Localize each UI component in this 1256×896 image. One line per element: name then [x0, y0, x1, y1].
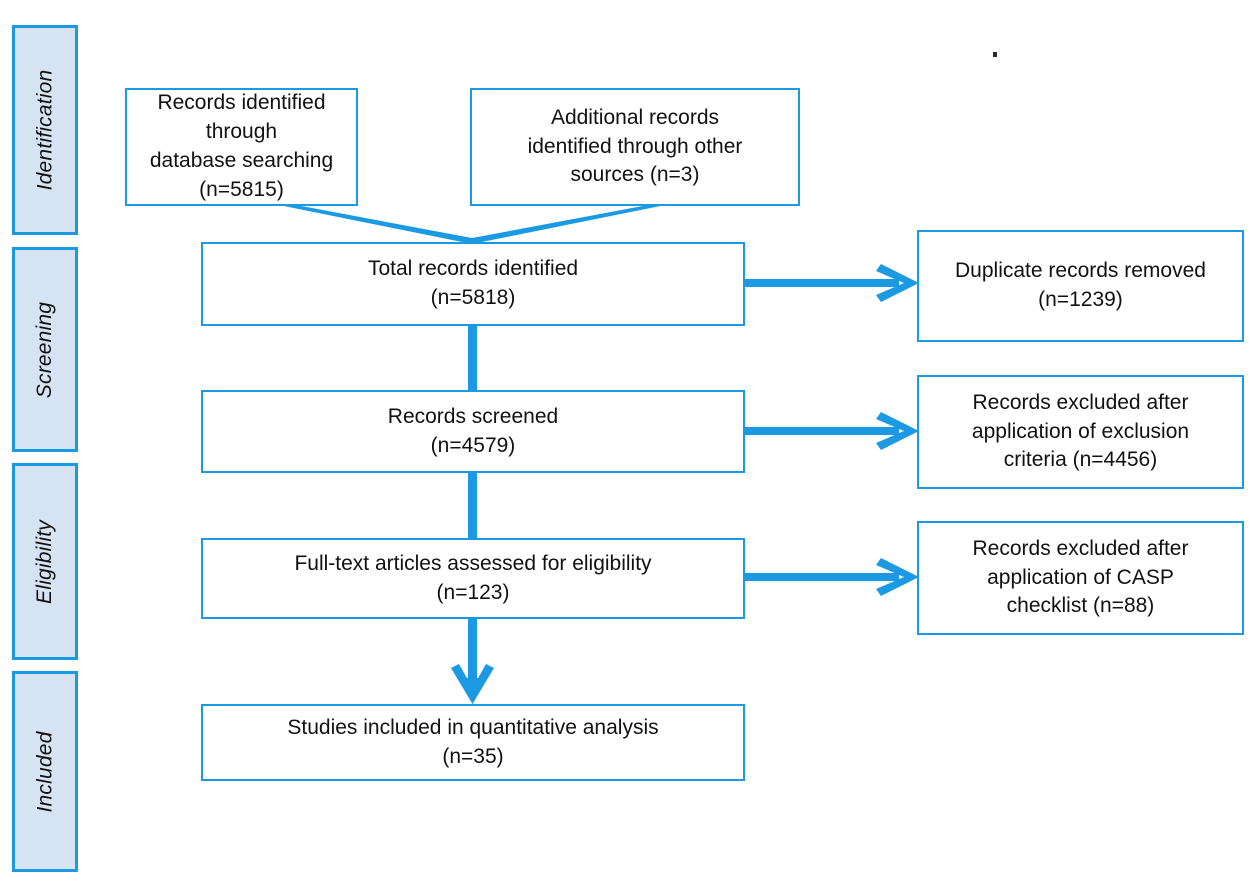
box-total-records-identified: Total records identified (n=5818): [201, 242, 745, 326]
stage-box-screening: Screening: [12, 247, 78, 452]
stage-label-identification: Identification: [33, 69, 56, 191]
text-line-2: (n=5818): [430, 286, 516, 309]
connector-fulltext-to-excluded-casp: [743, 556, 923, 600]
text-line-1: Full-text articles assessed for eligibil…: [294, 551, 652, 575]
text-line-3: criteria (n=4456): [1003, 448, 1158, 472]
text-line-1: Duplicate records removed: [955, 259, 1206, 283]
box-studies-included: Studies included in quantitative analysi…: [201, 704, 745, 781]
box-records-identified-database: Records identified through database sear…: [125, 88, 358, 206]
text-line-1: Records screened: [387, 404, 559, 428]
text-line-3: checklist (n=88): [1006, 594, 1155, 618]
box-duplicate-records-removed-text: Duplicate records removed (n=1239): [955, 257, 1206, 315]
connector-screened-to-excluded-criteria: [743, 410, 923, 454]
text-line-3: (n=5815): [199, 177, 284, 201]
stage-box-included: Included: [12, 671, 78, 872]
text-line-2: (n=1239): [1038, 288, 1123, 311]
text-line-1: Additional records: [550, 105, 720, 129]
box-records-excluded-criteria: Records excluded after application of ex…: [917, 375, 1244, 489]
stage-label-eligibility: Eligibility: [33, 519, 56, 604]
text-line-1: Records excluded after: [972, 390, 1189, 414]
box-additional-records-other-sources-text: Additional records identified through ot…: [528, 104, 743, 191]
box-records-screened-text: Records screened (n=4579): [388, 403, 558, 461]
connector-total-to-duplicates: [743, 262, 923, 306]
box-records-excluded-casp: Records excluded after application of CA…: [917, 521, 1244, 635]
box-studies-included-text: Studies included in quantitative analysi…: [287, 714, 658, 772]
text-line-2: database searching: [149, 149, 334, 172]
box-records-excluded-criteria-text: Records excluded after application of ex…: [972, 389, 1189, 476]
text-line-2: (n=35): [442, 744, 504, 768]
text-line-1: Studies included in quantitative analysi…: [287, 715, 659, 739]
text-line-2: application of exclusion: [971, 419, 1190, 443]
text-line-1: Total records identified: [367, 257, 579, 281]
text-line-2: application of CASP: [987, 565, 1174, 589]
box-additional-records-other-sources: Additional records identified through ot…: [470, 88, 800, 206]
connector-screened-to-fulltext: [468, 470, 478, 540]
stray-period-mark: [993, 52, 997, 57]
box-records-excluded-casp-text: Records excluded after application of CA…: [973, 535, 1189, 622]
box-duplicate-records-removed: Duplicate records removed (n=1239): [917, 230, 1244, 342]
box-fulltext-articles-assessed-text: Full-text articles assessed for eligibil…: [294, 550, 651, 608]
text-line-2: (n=123): [436, 580, 510, 604]
text-line-2: identified through other: [527, 134, 743, 158]
stage-label-screening: Screening: [33, 301, 56, 398]
text-line-2: (n=4579): [430, 433, 516, 457]
box-total-records-identified-text: Total records identified (n=5818): [368, 255, 578, 313]
text-line-1: Records excluded after: [972, 536, 1189, 560]
box-records-identified-database-text: Records identified through database sear…: [137, 89, 346, 205]
text-line-3: sources (n=3): [570, 163, 700, 187]
connector-total-to-screened: [468, 322, 478, 394]
stage-label-included: Included: [33, 731, 56, 812]
text-line-1: Records identified through: [157, 91, 326, 144]
connector-fulltext-to-included: [448, 616, 498, 708]
stage-box-identification: Identification: [12, 25, 78, 235]
box-records-screened: Records screened (n=4579): [201, 390, 745, 473]
stage-box-eligibility: Eligibility: [12, 463, 78, 660]
box-fulltext-articles-assessed: Full-text articles assessed for eligibil…: [201, 538, 745, 619]
